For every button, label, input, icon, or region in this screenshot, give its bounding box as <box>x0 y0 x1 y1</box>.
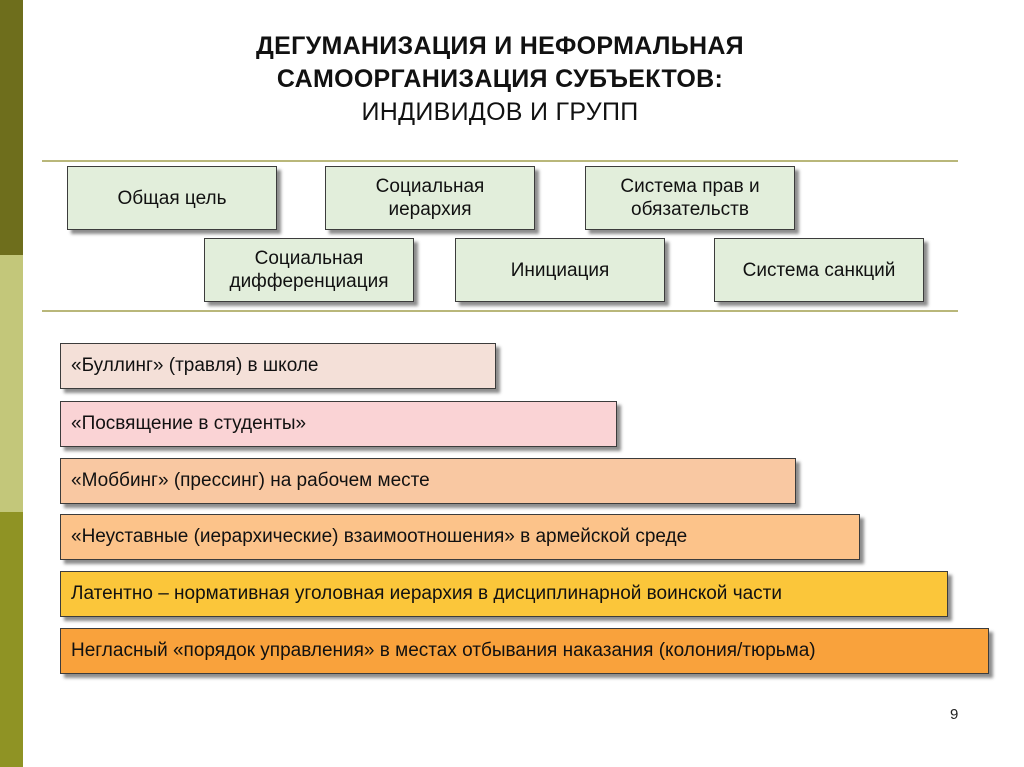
page-number: 9 <box>950 706 959 723</box>
example-text: «Моббинг» (прессинг) на рабочем месте <box>71 470 430 491</box>
title-line-3: ИНДИВИДОВ И ГРУПП <box>361 98 639 126</box>
example-bar-prison-order: Негласный «порядок управления» в местах … <box>60 628 989 674</box>
side-bar-middle <box>0 255 23 512</box>
slide-title: ДЕГУМАНИЗАЦИЯ И НЕФОРМАЛЬНАЯ САМООРГАНИЗ… <box>100 30 900 129</box>
title-line-1: ДЕГУМАНИЗАЦИЯ И НЕФОРМАЛЬНАЯ <box>256 32 744 60</box>
feature-label-line2: иерархия <box>388 199 472 220</box>
feature-box-rights-system: Система прав и обязательств <box>585 166 795 230</box>
feature-label-line2: дифференциация <box>229 271 389 292</box>
feature-box-initiation: Инициация <box>455 238 665 302</box>
example-text: «Неуставные (иерархические) взаимоотноше… <box>71 526 688 547</box>
feature-box-common-goal: Общая цель <box>67 166 277 230</box>
example-bar-student-initiation: «Посвящение в студенты» <box>60 401 617 447</box>
feature-label: Система санкций <box>742 259 896 281</box>
divider-bottom <box>42 310 958 312</box>
feature-label: Социальная <box>254 248 364 269</box>
example-text: «Буллинг» (травля) в школе <box>71 355 319 376</box>
feature-label: Система прав и <box>620 176 760 197</box>
example-text: Латентно – нормативная уголовная иерархи… <box>71 583 782 604</box>
example-text: «Посвящение в студенты» <box>71 413 307 434</box>
feature-box-social-differentiation: Социальная дифференциация <box>204 238 414 302</box>
example-bar-mobbing: «Моббинг» (прессинг) на рабочем месте <box>60 458 796 504</box>
feature-box-sanctions: Система санкций <box>714 238 924 302</box>
side-bar-top <box>0 0 23 255</box>
feature-label: Социальная <box>375 176 485 197</box>
title-line-2: САМООРГАНИЗАЦИЯ СУБЪЕКТОВ: <box>276 65 724 93</box>
example-bar-army-hazing: «Неуставные (иерархические) взаимоотноше… <box>60 514 860 560</box>
feature-box-social-hierarchy: Социальная иерархия <box>325 166 535 230</box>
divider-top <box>42 160 958 162</box>
example-bar-disciplinary-unit: Латентно – нормативная уголовная иерархи… <box>60 571 948 617</box>
example-bar-bullying: «Буллинг» (травля) в школе <box>60 343 496 389</box>
example-text: Негласный «порядок управления» в местах … <box>71 640 816 661</box>
feature-label-line2: обязательств <box>631 199 749 220</box>
feature-label: Общая цель <box>117 187 227 209</box>
feature-label: Инициация <box>510 259 610 281</box>
side-bar-bottom <box>0 512 23 767</box>
